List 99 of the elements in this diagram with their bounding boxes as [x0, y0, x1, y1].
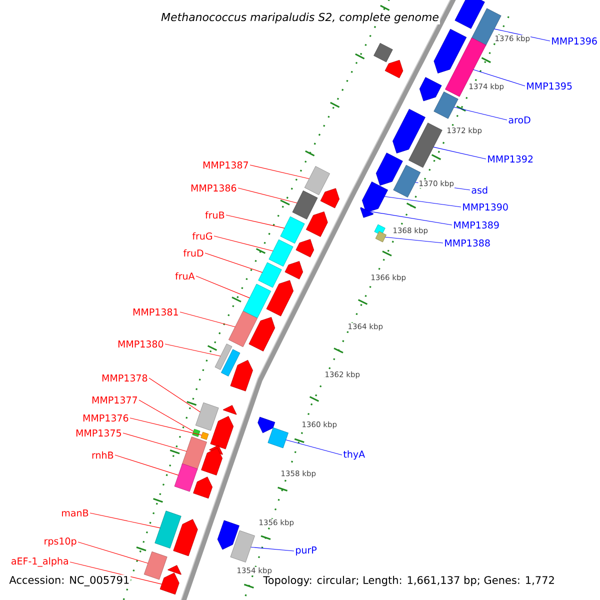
gene-block	[268, 239, 294, 267]
gene-label: MMP1376	[83, 414, 128, 422]
gene-label: MMP1392	[488, 155, 533, 163]
gene-label: MMP1390	[463, 203, 508, 211]
gene-label: MMP1375	[76, 429, 121, 437]
gene-block	[230, 360, 253, 392]
gene-block	[168, 565, 182, 575]
gene-label: fruB	[205, 211, 224, 219]
gene-label: manB	[62, 509, 88, 517]
gene-block	[217, 520, 240, 550]
gene-block	[374, 42, 393, 62]
gene-label: aroD	[508, 116, 530, 124]
gene-block	[296, 239, 314, 258]
gene-block	[242, 284, 272, 318]
leader-line	[238, 188, 298, 204]
gene-label: aEF-1_alpha	[12, 557, 68, 567]
gene-label: rnhB	[92, 451, 114, 459]
gene-block	[195, 402, 219, 431]
gene-label: asd	[472, 186, 488, 194]
info-text: Topology: circular; Length: 1,661,137 bp; Genes: 1,772	[262, 574, 556, 588]
gene-block	[408, 122, 442, 168]
gene-block	[193, 476, 213, 499]
gene-block	[174, 463, 198, 492]
gene-block	[434, 28, 467, 74]
gene-label: fruD	[183, 249, 204, 257]
leader-line	[384, 236, 444, 244]
gene-block	[284, 261, 304, 280]
gene-block	[154, 510, 182, 548]
gene-block	[258, 262, 282, 288]
gene-label: MMP1380	[118, 340, 164, 348]
leader-line	[122, 432, 187, 452]
gene-block	[266, 280, 294, 316]
gene-block	[200, 432, 209, 440]
gene-block	[192, 428, 200, 437]
gene-block	[228, 310, 258, 348]
gene-label: purP	[296, 546, 317, 556]
gene-label: MMP1386	[191, 184, 236, 192]
gene-block	[419, 77, 442, 102]
gene-label: MMP1377	[92, 396, 137, 404]
leader-line	[196, 276, 250, 298]
gene-block	[144, 551, 168, 580]
leader-line	[180, 312, 236, 328]
gene-block	[384, 60, 404, 78]
leader-line	[433, 146, 486, 160]
gene-label: MMP1396	[552, 37, 597, 45]
gene-label: MMP1387	[203, 161, 248, 169]
title: Methanococcus maripaludis S2, complete genome	[160, 12, 440, 24]
gene-label: MMP1388	[445, 239, 490, 247]
leader-line	[250, 546, 294, 552]
leader-line	[250, 164, 310, 180]
leader-line	[286, 440, 342, 456]
gene-block	[280, 216, 305, 244]
leader-line	[164, 344, 221, 356]
gene-label: MMP1378	[102, 374, 148, 382]
gene-block	[375, 231, 386, 242]
gene-label: thyA	[343, 450, 365, 460]
gene-block	[306, 212, 328, 237]
leader-line	[214, 236, 274, 252]
leader-line	[78, 542, 148, 564]
gene-block	[222, 405, 237, 415]
gene-block	[393, 164, 421, 198]
leader-line	[384, 196, 462, 208]
leader-line	[454, 106, 508, 120]
gene-label: fruA	[175, 272, 195, 280]
gene-label: MMP1395	[527, 82, 572, 90]
gene-block	[304, 166, 330, 196]
gene-block	[360, 207, 374, 218]
leader-line	[70, 562, 162, 584]
gene-block	[320, 188, 340, 208]
gene-block	[362, 182, 388, 213]
gene-block	[258, 416, 276, 434]
gene-label: MMP1389	[454, 221, 499, 229]
gene-block	[392, 108, 426, 154]
gene-block	[230, 530, 255, 562]
gene-label: MMP1381	[133, 308, 178, 316]
gene-block	[221, 349, 240, 376]
leader-line	[204, 252, 263, 273]
gene-block	[454, 0, 485, 29]
gene-block	[434, 92, 458, 119]
gene-block	[445, 38, 486, 97]
gene-block	[201, 448, 222, 476]
leader-line	[473, 69, 526, 86]
gene-label: rps10p	[44, 537, 76, 547]
gene-label: fruG	[192, 232, 212, 240]
gene-block	[376, 152, 403, 186]
leader-line	[130, 418, 202, 436]
leader-line	[138, 400, 194, 432]
info-text: Accession: NC_005791	[8, 574, 131, 588]
gene-block	[214, 344, 232, 370]
leader-line	[90, 512, 160, 528]
gene-block	[182, 436, 207, 471]
leader-line	[148, 378, 201, 412]
leader-line	[226, 214, 285, 228]
gene-block	[248, 317, 276, 352]
leader-line	[368, 210, 452, 226]
gene-block	[292, 190, 318, 220]
leader-line	[114, 454, 179, 476]
gene-block	[173, 519, 198, 556]
gene-block	[268, 427, 288, 448]
